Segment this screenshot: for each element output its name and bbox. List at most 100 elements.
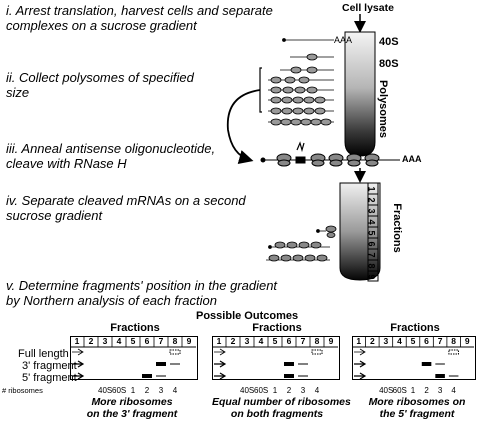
panel-2-sediment-label: 2 (286, 386, 292, 395)
panel-2-row-arrow (214, 372, 227, 380)
panel-2-fraction-5: 5 (272, 336, 278, 346)
panel-1-row-arrow (72, 372, 85, 380)
panel-1-fraction-6: 6 (144, 336, 150, 346)
panel-3-row-arrow (354, 372, 367, 380)
curved-arrow (226, 89, 261, 165)
aaa-tail-label: AAA (334, 35, 353, 45)
possible-outcomes-title: Possible Outcomes (196, 310, 299, 322)
step-3-text-cont: cleave with RNase H (6, 156, 127, 171)
panel-3-fraction-5: 5 (410, 336, 416, 346)
panel-2-sediment-label: 60S (254, 386, 269, 395)
panel-2-fraction-1: 1 (216, 336, 222, 346)
outcome-panel-1: Fractions (70, 322, 200, 382)
caption-3-line-2: the 5' fragment (379, 408, 455, 420)
step-1-text-cont: complexes on a sucrose gradient (6, 18, 197, 33)
panel-2-sediment-label: 4 (314, 386, 320, 395)
panel-1-sediment-label: 60S (112, 386, 127, 395)
panel-3-sediment-label: 2 (424, 386, 429, 395)
step-2-text: ii. Collect polysomes of specified (6, 70, 194, 85)
panel-1-sediment-label: 3 (158, 386, 164, 395)
full-length-label: Full length (18, 348, 69, 360)
panel-2-row-arrow (214, 360, 227, 368)
panel-3-five-prime-band (435, 374, 445, 378)
step-5-text: v. Determine fragments' position in the … (6, 278, 278, 293)
five-prime-fragment-label: 5' fragment (22, 372, 77, 384)
panel-3-title: Fractions (390, 322, 440, 334)
step-1-text: i. Arrest translation, harvest cells and… (6, 3, 273, 18)
panel-1-five-prime-band (142, 374, 152, 378)
panel-2-sediment-label: 1 (272, 386, 278, 395)
panel-2-five-prime-band (284, 374, 294, 378)
outcome-panel-3: Fractions (352, 322, 478, 382)
outcome-panel-2: Fractions (212, 322, 342, 382)
panel-1-fraction-7: 7 (158, 336, 164, 346)
panel-2-sediment-label: 40S (240, 386, 255, 395)
sedimentation-80s-label: 80S (379, 58, 399, 70)
step-5-text-cont: by Northern analysis of each fraction (6, 293, 217, 308)
ribosomes-label: # ribosomes (2, 386, 43, 395)
panel-2-fraction-8: 8 (314, 336, 320, 346)
caption-2-line-1: Equal number of ribosomes (212, 396, 351, 408)
panel-1-fraction-4: 4 (116, 336, 122, 346)
panel-2-title: Fractions (252, 322, 302, 334)
panel-1-sediment-label: 1 (130, 386, 136, 395)
step-4-text-cont: sucrose gradient (6, 208, 103, 223)
step-2-text-cont: size (6, 85, 30, 100)
panel-2-fraction-4: 4 (258, 336, 264, 346)
panel-3-row-arrow (354, 348, 366, 356)
panel-2-fraction-7: 7 (300, 336, 306, 346)
step-3-text: iii. Anneal antisense oligonucleotide, (6, 141, 216, 156)
panel-3-sediment-label: 60S (392, 386, 407, 395)
panel-2-fraction-2: 2 (230, 336, 236, 346)
panel-1-full-length-band (169, 349, 181, 355)
panel-2-fraction-6: 6 (286, 336, 292, 346)
panel-3-fraction-6: 6 (424, 336, 429, 346)
panel-1-fraction-2: 2 (88, 336, 94, 346)
panel-2-full-length-band (311, 349, 323, 355)
fraction-ruler (367, 182, 379, 282)
panel-1-sediment-label: 2 (144, 386, 150, 395)
panel-2-three-prime-band (284, 362, 294, 366)
panel-3-fraction-1: 1 (356, 336, 362, 346)
panel-1-fraction-9: 9 (186, 336, 192, 346)
aaa-tail-annealed: AAA (402, 154, 422, 164)
panel-3-fraction-3: 3 (383, 336, 389, 346)
step-4-text: iv. Separate cleaved mRNAs on a second (6, 193, 246, 208)
panel-3-sediment-label: 3 (437, 386, 443, 395)
panel-3-row-arrow (354, 360, 367, 368)
panel-1-sediment-label: 4 (172, 386, 178, 395)
panel-3-sediment-label: 1 (410, 386, 416, 395)
panel-3-fraction-8: 8 (451, 336, 457, 346)
panel-1-row-arrow (72, 360, 85, 368)
panel-3-fraction-2: 2 (369, 336, 375, 346)
panel-1-fraction-8: 8 (172, 336, 178, 346)
panel-3-fraction-7: 7 (437, 336, 443, 346)
panel-3-three-prime-band (421, 362, 432, 366)
three-prime-fragment-label: 3' fragment (22, 360, 77, 372)
panel-3-fraction-4: 4 (397, 336, 402, 346)
panel-2-fraction-9: 9 (328, 336, 334, 346)
panel-2-fraction-3: 3 (244, 336, 250, 346)
panel-1-sediment-label: 40S (98, 386, 113, 395)
polysome-profiles (268, 38, 334, 126)
cell-lysate-label: Cell lysate (342, 2, 394, 14)
caption-1-line-1: More ribosomes (91, 396, 173, 408)
caption-2-line-2: on both fragments (230, 408, 324, 420)
panel-3-sediment-label: 40S (379, 386, 394, 395)
panel-1-row-arrow (72, 348, 84, 356)
caption-3-line-1: More ribosomes on (368, 396, 466, 408)
cleaved-fragments (266, 225, 337, 262)
second-gradient-tube (339, 182, 381, 281)
caption-1-line-2: on the 3' fragment (86, 408, 178, 420)
sedimentation-40s-label: 40S (379, 36, 399, 48)
panel-3-sediment-label: 4 (451, 386, 456, 395)
panel-3-full-length-band (448, 349, 459, 355)
panel-1-three-prime-band (156, 362, 166, 366)
panel-1-fraction-3: 3 (102, 336, 108, 346)
panel-3-fraction-9: 9 (464, 336, 470, 346)
annealed-mrna (260, 141, 400, 167)
panel-2-sediment-label: 3 (300, 386, 306, 395)
panel-1-fraction-5: 5 (130, 336, 136, 346)
